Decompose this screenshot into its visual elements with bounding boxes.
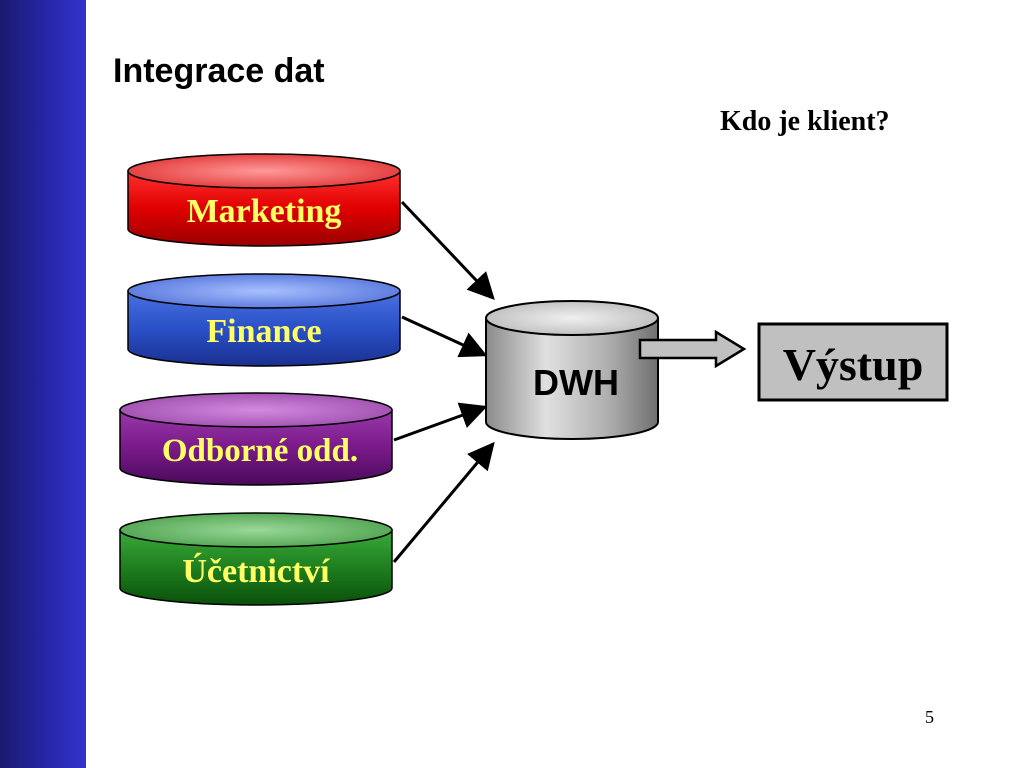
source-label-odborne-odd: Odborné odd. — [162, 433, 358, 469]
source-label-marketing: Marketing — [187, 193, 342, 230]
arrow-finance-to-dwh — [401, 315, 488, 358]
arrow-marketing-to-dwh — [400, 200, 495, 300]
source-label-finance: Finance — [206, 313, 321, 350]
page-number: 5 — [925, 707, 934, 727]
slide-title: Integrace dat — [113, 52, 325, 90]
source-cylinder-odborne-odd: Odborné odd. — [119, 392, 393, 486]
question-text: Kdo je klient? — [720, 106, 890, 137]
slide-side-bar — [0, 0, 86, 768]
source-cylinder-finance: Finance — [127, 273, 401, 367]
output-box: Výstup — [757, 322, 949, 402]
arrow-odborne-odd-to-dwh — [393, 402, 488, 442]
source-cylinder-ucetnictvi: Účetnictví — [119, 512, 393, 606]
dwh-cylinder: DWH — [485, 300, 659, 440]
output-label: Výstup — [783, 339, 924, 390]
block-arrow-to-output — [638, 329, 747, 369]
source-cylinder-marketing: Marketing — [127, 153, 401, 247]
arrow-ucetnictvi-to-dwh — [392, 441, 495, 563]
dwh-label: DWH — [533, 362, 619, 403]
source-label-ucetnictvi: Účetnictví — [182, 552, 330, 590]
